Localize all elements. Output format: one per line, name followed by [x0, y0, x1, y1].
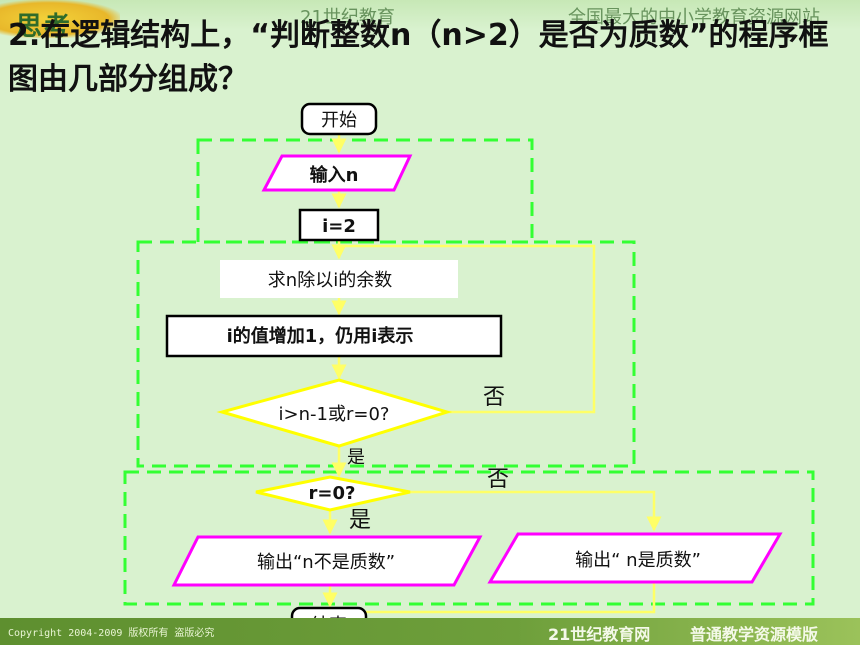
arrow-final-prime [410, 490, 662, 532]
remainder-label: 求n除以i的余数 [268, 270, 392, 291]
output-not-prime-parallelogram [171, 535, 483, 587]
logo-badge [0, 0, 120, 38]
banner-slogan: 全国最大的中小学教育资源网站 [568, 7, 820, 28]
group-box-output [123, 470, 815, 606]
loop-decision-label: i>n-1或r=0? [279, 404, 390, 425]
input-parallelogram [261, 154, 413, 192]
footer-copyright: Copyright 2004-2009 版权所有 盗版必究 [8, 628, 215, 639]
final-decision-label: r=0? [309, 483, 356, 504]
init-process [298, 208, 380, 242]
question-text: 2.在逻辑结构上，“判断整数n（n>2）是否为质数”的程序框图由几部分组成？ [8, 14, 856, 102]
logo-text: 思考 [16, 12, 73, 42]
footer-bar [0, 618, 860, 645]
start-terminal [300, 102, 378, 136]
banner-site-name: 21世纪教育 [300, 7, 395, 28]
remainder-process [220, 260, 458, 298]
loop-back-line [339, 244, 596, 414]
line-prime-end [366, 582, 656, 614]
final-yes-label: 是 [349, 508, 371, 533]
output-not-prime-label: 输出“n不是质数” [257, 552, 395, 573]
footer-site: 21世纪教育网 [548, 625, 651, 644]
increment-label: i的值增加1，仍用i表示 [227, 325, 414, 347]
question-number: 2. [8, 18, 41, 53]
final-no-label: 否 [487, 467, 509, 492]
output-prime-parallelogram [487, 532, 783, 584]
top-banner [0, 0, 860, 30]
increment-process [165, 314, 503, 358]
final-decision-diamond [255, 475, 411, 512]
loop-no-label: 否 [483, 385, 505, 410]
loop-decision-diamond [216, 378, 453, 448]
question-body: 在逻辑结构上，“判断整数n（n>2）是否为质数”的程序框图由几部分组成？ [8, 18, 829, 97]
loop-yes-label: 是 [347, 447, 365, 468]
group-box-loop [136, 240, 636, 468]
start-label: 开始 [321, 110, 357, 131]
input-label: 输入n [310, 164, 359, 186]
output-prime-label: 输出“ n是质数” [575, 550, 701, 571]
footer-template: 普通教学资源模版 [690, 625, 819, 644]
init-label: i=2 [322, 216, 356, 237]
